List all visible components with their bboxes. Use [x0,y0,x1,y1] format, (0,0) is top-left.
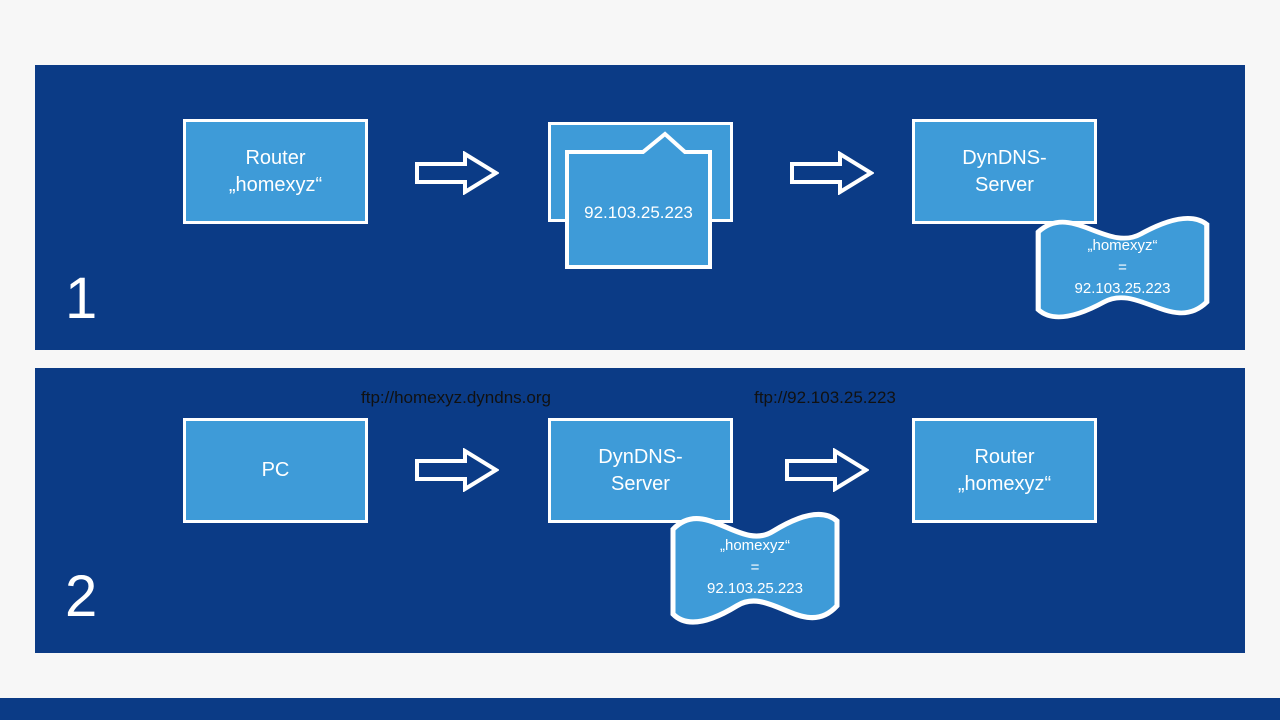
dns-record-equals: = [1118,258,1127,276]
dns-record-hostname: „homexyz“ [1087,236,1158,254]
step-1-panel: 1 Router „homexyz“ 92.103.25.223 DynDNS-… [35,65,1245,350]
step-1-number: 1 [65,266,98,331]
dns-record-ip: 92.103.25.223 [1074,280,1171,298]
dns-record-equals: = [750,558,760,576]
dns-record-note-step1: „homexyz“ = 92.103.25.223 [1030,205,1215,330]
footer-bar [0,698,1280,720]
pc-node: PC [183,418,368,523]
router-node-step1-line2: „homexyz“ [228,173,323,196]
arrow-right-icon [785,448,869,492]
pc-node-label: PC [261,459,290,481]
dns-record-note-step2: „homexyz“ = 92.103.25.223 [665,500,845,635]
ip-message-text: 92.103.25.223 [584,203,693,222]
dyndns-node-step1: DynDNS- Server [912,119,1097,224]
dyndns-node-step2-line2: Server [611,472,670,495]
router-node-step1: Router „homexyz“ [183,119,368,224]
dyndns-node-step1-line2: Server [975,173,1034,196]
router-node-step1-line1: Router [245,146,306,169]
step-2-number: 2 [65,564,98,629]
callout-front-shape [565,131,712,269]
arrow-right-icon [415,448,499,492]
router-node-step2-line2: „homexyz“ [957,472,1052,495]
dns-record-wave-shape [1035,216,1210,320]
dyndns-node-step1-line1: DynDNS- [962,146,1047,169]
router-node-step2: Router „homexyz“ [912,418,1097,523]
dyndns-node-step2: DynDNS- Server [548,418,733,523]
url-label-ip: ftp://92.103.25.223 [754,388,896,407]
arrow-right-icon [415,151,499,195]
dns-record-ip: 92.103.25.223 [707,580,803,598]
dns-record-wave-shape [670,511,840,625]
dyndns-node-step2-line1: DynDNS- [598,445,683,468]
dns-record-hostname: „homexyz“ [719,536,790,554]
router-node-step2-line1: Router [974,445,1035,468]
arrow-right-icon [790,151,874,195]
url-label-dyndns: ftp://homexyz.dyndns.org [361,388,551,407]
step-2-panel: 2 ftp://homexyz.dyndns.org ftp://92.103.… [35,368,1245,653]
